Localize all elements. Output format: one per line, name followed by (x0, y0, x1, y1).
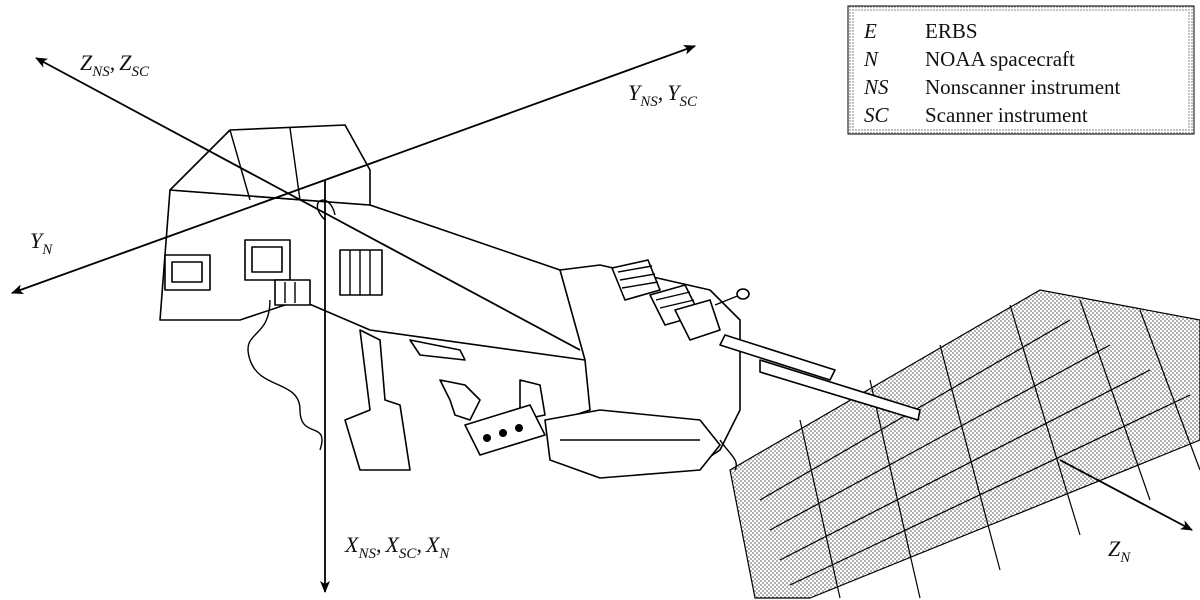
legend: E ERBS N NOAA spacecraft NS Nonscanner i… (847, 5, 1195, 135)
solar-array (729, 289, 1200, 599)
svg-text:ERBS: ERBS (925, 19, 978, 43)
legend-item: SC Scanner instrument (864, 103, 1088, 127)
x-ns-sc-n-label: XNS,XSC,XN (344, 532, 450, 562)
y-n-label: YN (30, 228, 53, 258)
y-n-axis (11, 179, 326, 294)
striped-block (339, 249, 383, 296)
solar-array-panel (729, 289, 1200, 599)
underside-bracket-2 (409, 339, 466, 361)
coordinate-axes (11, 45, 1193, 593)
svg-text:NS: NS (863, 75, 889, 99)
legend-item: NS Nonscanner instrument (863, 75, 1121, 99)
svg-text:E: E (863, 19, 877, 43)
svg-text:Nonscanner instrument: Nonscanner instrument (925, 75, 1121, 99)
scanner-instruments (611, 259, 721, 341)
roof-module (169, 124, 371, 206)
underside-bracket-3 (439, 379, 481, 421)
svg-text:SC: SC (864, 103, 890, 127)
legend-item: E ERBS (863, 19, 978, 43)
z-n-label: ZN (1108, 536, 1131, 566)
array-boom (719, 334, 836, 381)
y-ns-sc-axis (324, 45, 696, 181)
rear-ring (544, 409, 721, 479)
svg-text:N: N (863, 47, 879, 71)
legend-item: N NOAA spacecraft (863, 47, 1075, 71)
z-ns-sc-label: ZNS,ZSC (80, 50, 150, 80)
svg-text:NOAA spacecraft: NOAA spacecraft (925, 47, 1075, 71)
underside-bracket-1 (344, 329, 411, 471)
z-ns-sc-axis (35, 57, 581, 351)
z-n-axis (1059, 459, 1193, 531)
antenna (714, 294, 741, 306)
svg-text:Scanner instrument: Scanner instrument (925, 103, 1088, 127)
y-ns-sc-label: YNS,YSC (628, 80, 698, 110)
cable (247, 299, 323, 451)
spacecraft-body (159, 124, 921, 479)
